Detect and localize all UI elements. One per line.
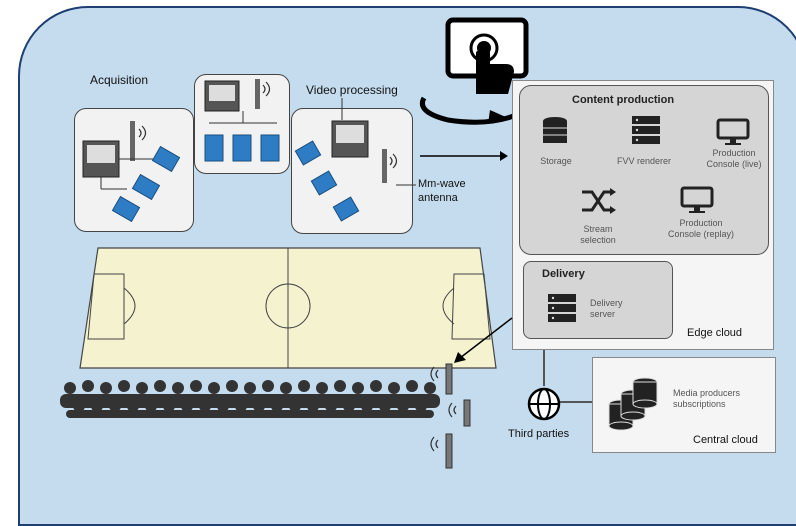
- media-producers-label: Media producers subscriptions: [673, 388, 741, 409]
- antenna-icon-3: [430, 433, 453, 469]
- football-pitch: [79, 247, 497, 369]
- production-console-live-label: Production Console (live): [706, 148, 762, 169]
- fvv-renderer-label: FVV renderer: [616, 156, 672, 166]
- mmwave-label-line1: Mm-wave: [418, 178, 466, 190]
- edge-cloud-box: Content production Storage FVV renderer …: [512, 80, 774, 350]
- storage-label: Storage: [540, 156, 572, 166]
- central-cloud-box: Media producers subscriptions Central cl…: [592, 357, 776, 453]
- production-console-replay-label: Production Console (replay): [667, 218, 735, 239]
- delivery-box: Delivery Delivery server: [523, 261, 673, 339]
- antenna-icon-2: [448, 399, 471, 427]
- shuffle-icon: [582, 188, 616, 214]
- video-processing-label: Video processing: [306, 83, 398, 97]
- monitor-icon-replay: [680, 186, 714, 213]
- downlink-arrow: [454, 317, 513, 363]
- antenna-icon-1: [430, 363, 453, 395]
- delivery-server-icon: [548, 294, 576, 322]
- globe-icon: [527, 387, 561, 421]
- content-production-box: Content production Storage FVV renderer …: [519, 85, 769, 255]
- fvv-renderer-icon: [632, 116, 660, 144]
- camera-group-center: [194, 74, 290, 174]
- video-processing-pointer: [341, 98, 343, 120]
- crowd-icon: [60, 380, 440, 418]
- databases-icon: [608, 377, 658, 431]
- third-parties-connector: [543, 350, 598, 403]
- camera-group-left: [74, 108, 194, 232]
- edge-cloud-label: Edge cloud: [687, 327, 743, 339]
- camera-group-right: [291, 108, 413, 234]
- content-production-title: Content production: [572, 94, 675, 106]
- stream-selection-label: Stream selection: [580, 224, 616, 245]
- monitor-icon-live: [716, 118, 750, 145]
- central-cloud-label: Central cloud: [693, 434, 758, 446]
- third-parties-label: Third parties: [508, 428, 570, 440]
- storage-icon: [543, 117, 567, 143]
- delivery-title: Delivery: [542, 268, 585, 280]
- acquisition-label: Acquisition: [90, 73, 149, 87]
- mmwave-label-line2: antenna: [418, 192, 458, 204]
- delivery-server-label: Delivery server: [590, 298, 623, 319]
- mmwave-pointer: [396, 184, 416, 186]
- uplink-arrow: [420, 151, 508, 161]
